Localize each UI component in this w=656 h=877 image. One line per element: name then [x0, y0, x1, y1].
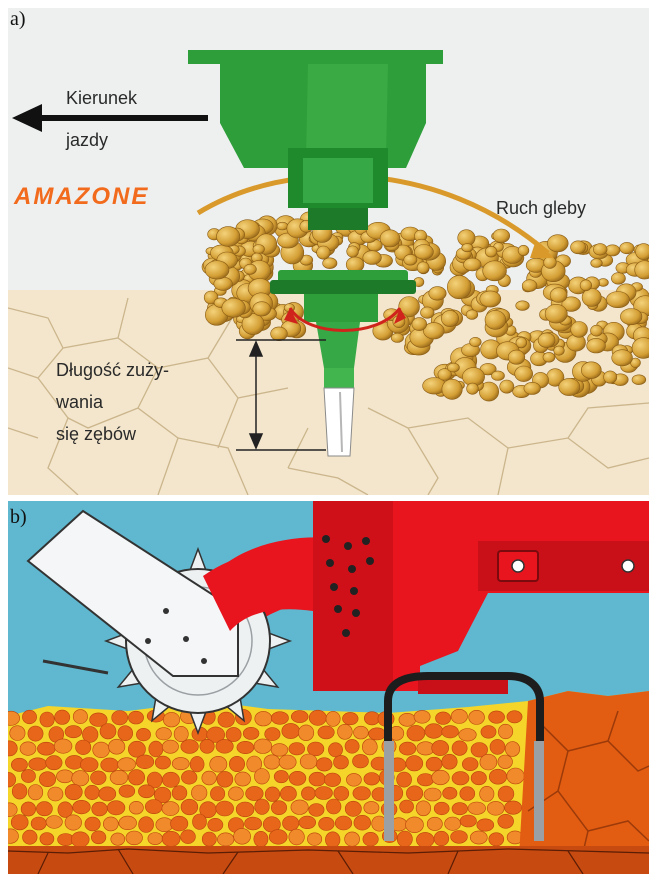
wear-label-line1: Długość zużу-: [56, 360, 169, 380]
direction-label-line2: jazdy: [65, 130, 108, 150]
wear-label-line3: się zębów: [56, 424, 137, 444]
wear-label-line2: wania: [55, 392, 104, 412]
direction-label-line1: Kierunek: [66, 88, 138, 108]
worn-tine-tip: [324, 388, 354, 456]
panel-b-letter: b): [10, 506, 27, 529]
panel-a-rotary-harrow-diagram: Kierunek jazdy AMAZONE Ruch gleby Długoś…: [8, 8, 649, 495]
soil-motion-label: Ruch gleby: [496, 198, 586, 218]
panel-b-crumbler-roller-diagram: [8, 501, 649, 874]
panel-a-letter: a): [10, 8, 26, 31]
amazone-brand-logo: AMAZONE: [13, 183, 149, 210]
